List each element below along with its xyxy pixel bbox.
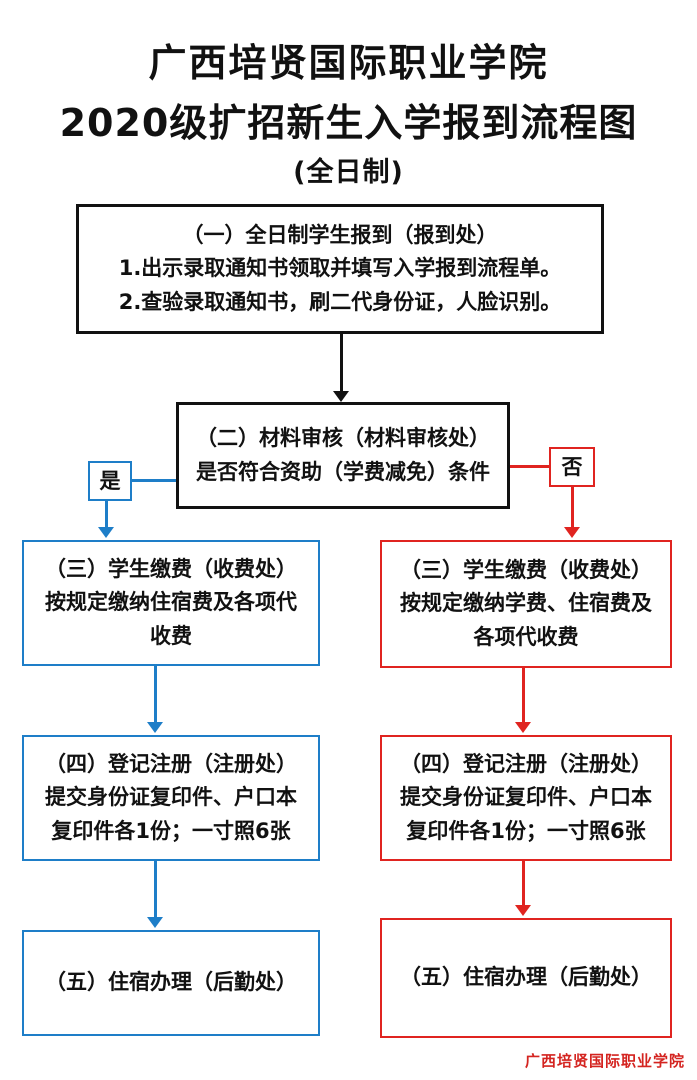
branch-yes-label: 是: [99, 468, 121, 493]
page-title-line1: 广西培贤国际职业学院: [148, 41, 549, 85]
footer-watermark: 广西培贤国际职业学院: [524, 1052, 685, 1070]
step5-right-box: （五）住宿办理（后勤处）: [380, 918, 672, 1038]
step5-right-text: （五）住宿办理（后勤处）: [400, 965, 652, 990]
step3-left-text: （三）学生缴费（收费处） 按规定缴纳住宿费及各项代 收费: [45, 556, 297, 648]
step4-left-box: （四）登记注册（注册处） 提交身份证复印件、户口本 复印件各1份；一寸照6张: [22, 735, 320, 861]
page-title-line3: (全日制): [293, 157, 404, 188]
step4-left-text: （四）登记注册（注册处） 提交身份证复印件、户口本 复印件各1份；一寸照6张: [45, 751, 297, 843]
connector-no-line: [510, 465, 549, 468]
connector-yes-line: [132, 479, 176, 482]
step1-box: （一）全日制学生报到（报到处） 1.出示录取通知书领取并填写入学报到流程单。 2…: [76, 204, 604, 334]
step5-left-text: （五）住宿办理（后勤处）: [45, 970, 297, 995]
step1-text: （一）全日制学生报到（报到处） 1.出示录取通知书领取并填写入学报到流程单。 2…: [118, 222, 562, 314]
step2-text: （二）材料审核（材料审核处） 是否符合资助（学费减免）条件: [196, 425, 490, 484]
branch-no-label: 否: [561, 454, 583, 479]
branch-no-label-box: 否: [549, 447, 595, 487]
step3-right-text: （三）学生缴费（收费处） 按规定缴纳学费、住宿费及 各项代收费: [400, 557, 652, 649]
step4-right-text: （四）登记注册（注册处） 提交身份证复印件、户口本 复印件各1份；一寸照6张: [400, 751, 652, 843]
step3-left-box: （三）学生缴费（收费处） 按规定缴纳住宿费及各项代 收费: [22, 540, 320, 666]
step4-right-box: （四）登记注册（注册处） 提交身份证复印件、户口本 复印件各1份；一寸照6张: [380, 735, 672, 861]
step3-right-box: （三）学生缴费（收费处） 按规定缴纳学费、住宿费及 各项代收费: [380, 540, 672, 668]
page-title-line2: 2020级扩招新生入学报到流程图: [59, 101, 638, 145]
step2-box: （二）材料审核（材料审核处） 是否符合资助（学费减免）条件: [176, 402, 510, 509]
step5-left-box: （五）住宿办理（后勤处）: [22, 930, 320, 1036]
branch-yes-label-box: 是: [88, 461, 132, 501]
